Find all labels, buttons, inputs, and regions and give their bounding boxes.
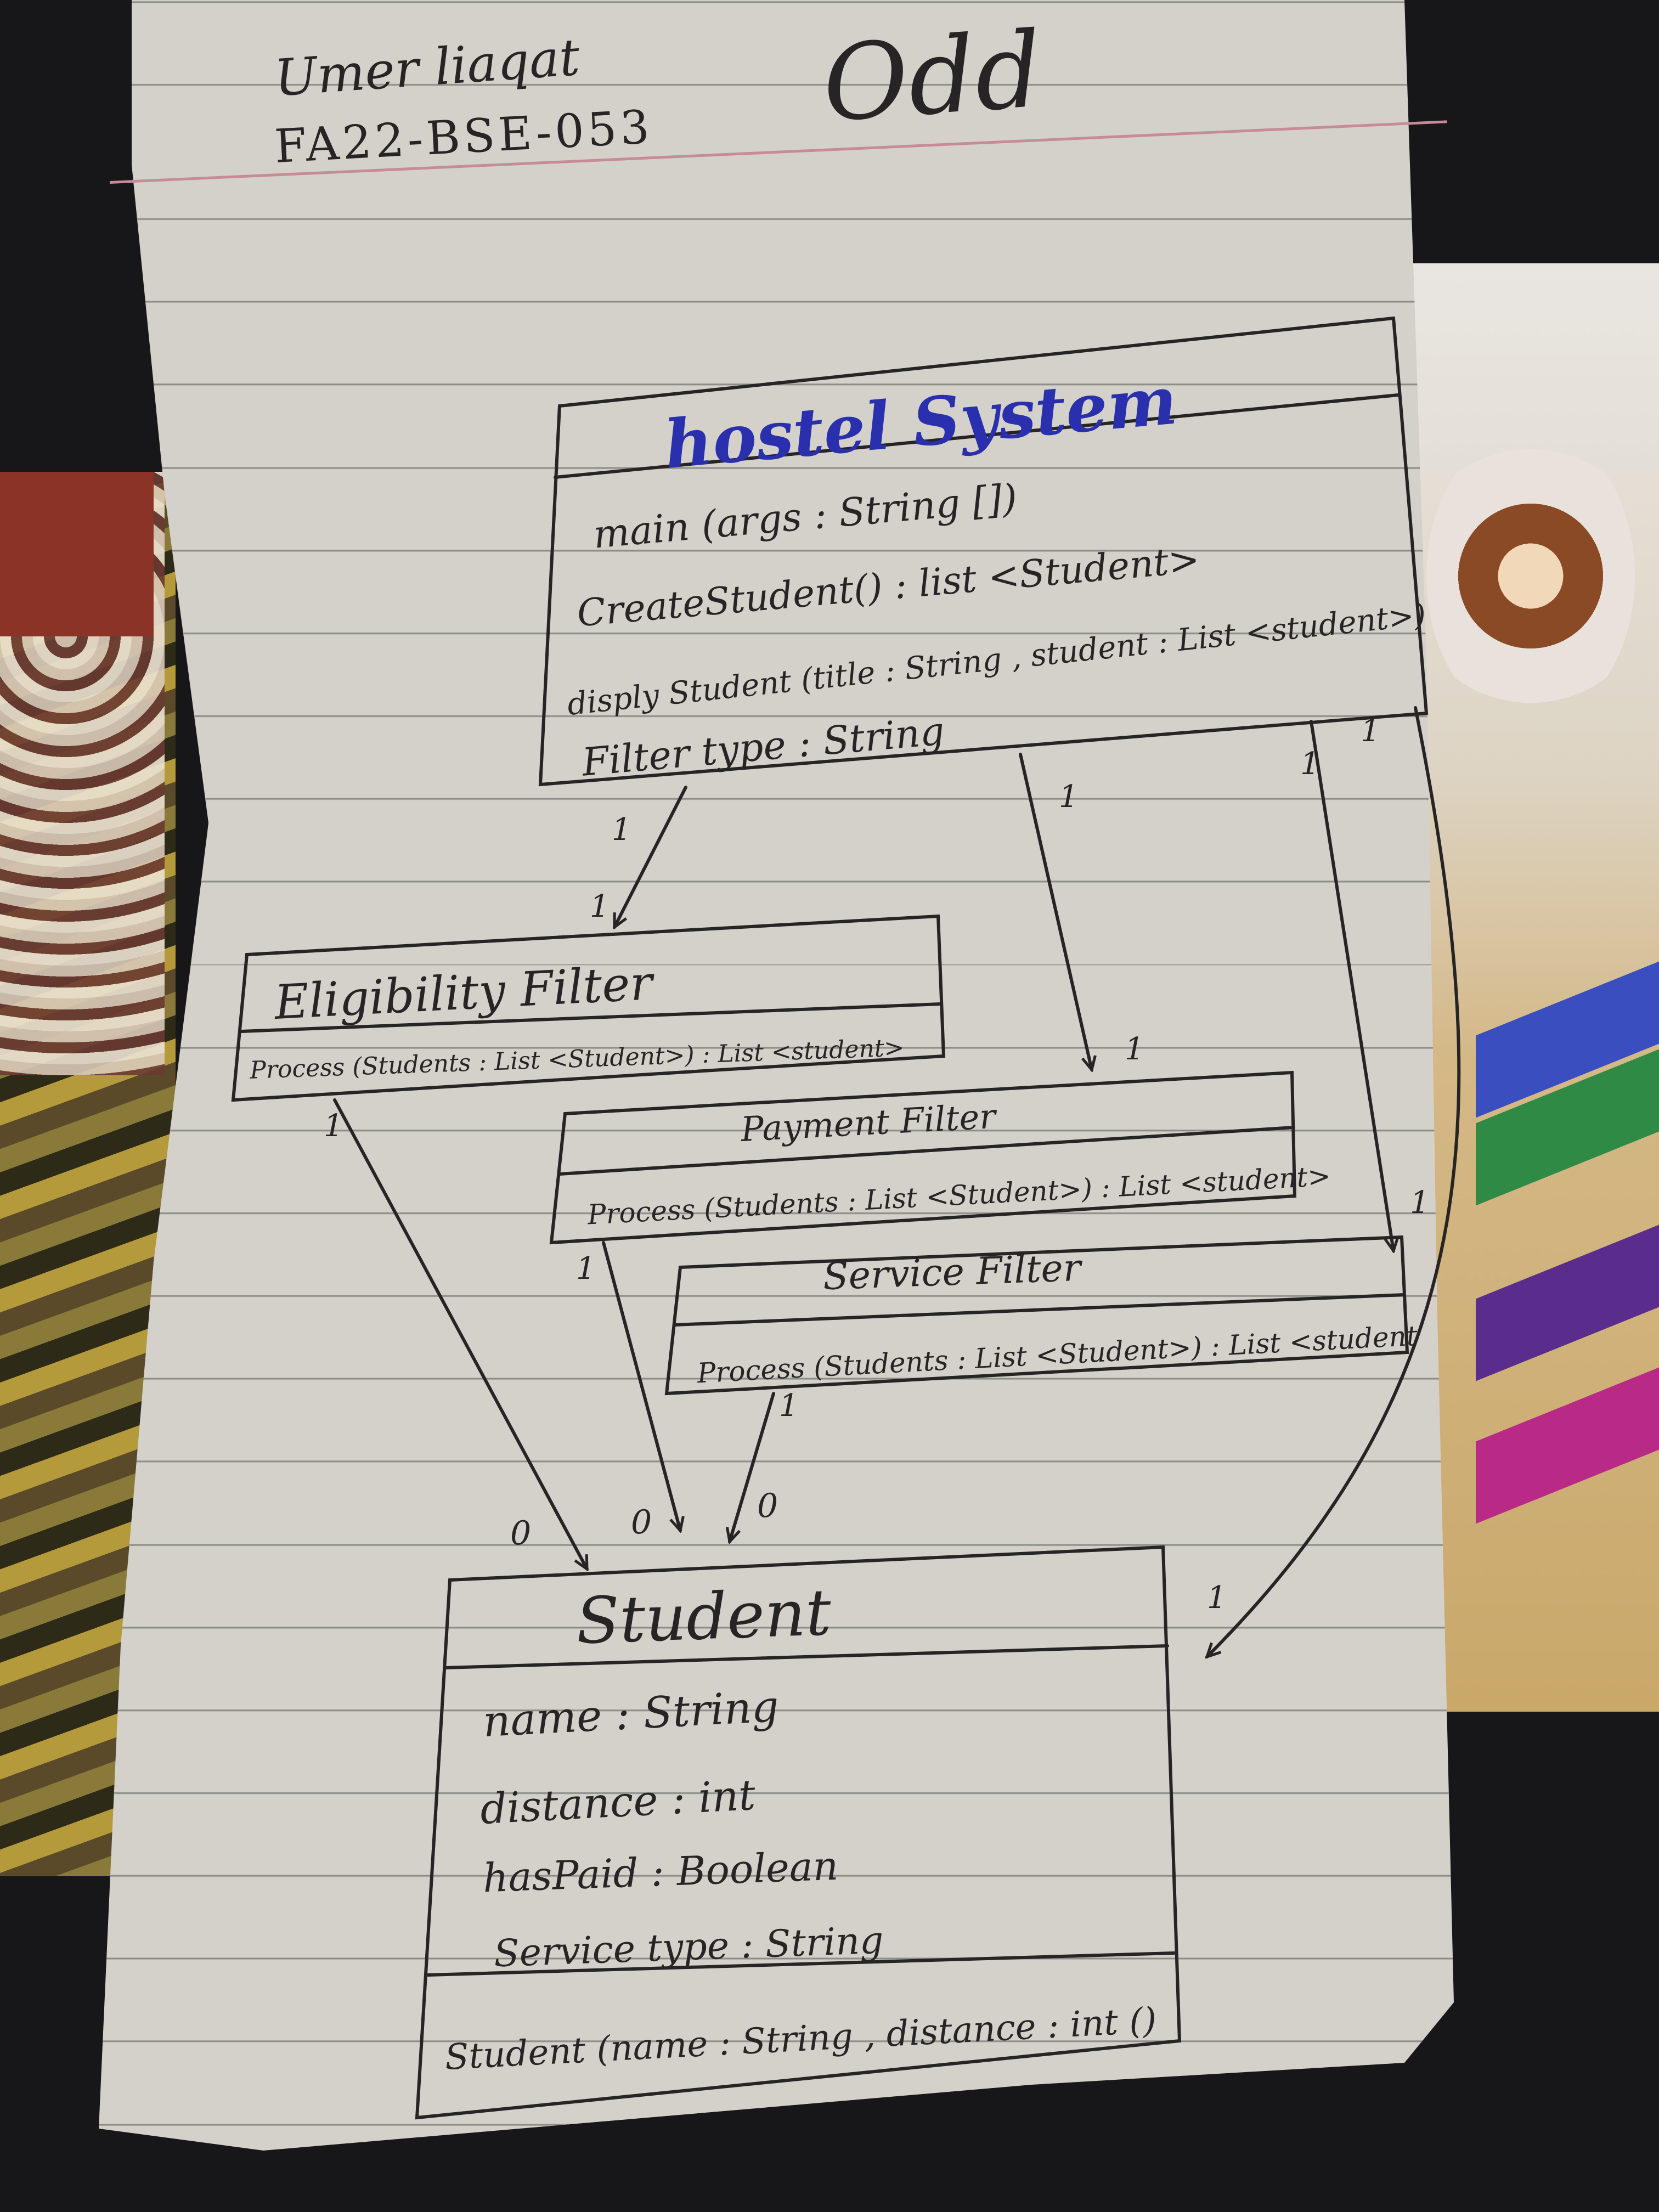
multiplicity-label: 1 <box>1300 746 1320 782</box>
multiplicity-label: 0 <box>757 1487 778 1525</box>
student-name-divider <box>443 1644 1169 1669</box>
multiplicity-label: 1 <box>324 1108 343 1144</box>
edge-eligibility-to-student <box>333 1098 589 1569</box>
student-title: Student <box>574 1575 833 1659</box>
payment-filter-box <box>549 1070 1297 1245</box>
multiplicity-label: 1 <box>590 889 610 924</box>
multiplicity-label: 1 <box>576 1251 596 1286</box>
multiplicity-label: 1 <box>1059 779 1079 815</box>
edge-payment-to-student <box>602 1241 680 1531</box>
multiplicity-label: 1 <box>779 1388 799 1424</box>
service-filter-box <box>664 1235 1409 1396</box>
background-flower-ornament <box>1426 428 1635 724</box>
edge-service-to-student <box>730 1392 775 1542</box>
multiplicity-label: 0 <box>631 1503 652 1542</box>
multiplicity-label: 1 <box>1361 713 1380 749</box>
edge-hostel-to-eligibility <box>613 786 687 927</box>
student-box <box>415 1545 1182 2120</box>
multiplicity-label: 1 <box>612 812 631 848</box>
service-filter-title: Service Filter <box>822 1246 1082 1299</box>
hostel-system-divider <box>554 393 1400 479</box>
background-red-corner <box>0 472 154 636</box>
edge-hostel-to-payment <box>1019 753 1092 1070</box>
multiplicity-label: 1 <box>1410 1185 1430 1221</box>
service-filter-divider <box>673 1293 1406 1327</box>
payment-filter-divider <box>558 1126 1295 1176</box>
multiplicity-label: 1 <box>1207 1580 1227 1616</box>
edge-hostel-to-service <box>1310 720 1393 1251</box>
hostel-system-box <box>538 316 1429 787</box>
student-attr-divider <box>426 1951 1176 1977</box>
multiplicity-label: 0 <box>510 1514 532 1553</box>
eligibility-filter-box <box>231 914 946 1102</box>
eligibility-filter-divider <box>240 1002 943 1033</box>
multiplicity-label: 1 <box>1125 1031 1144 1067</box>
edge-hostel-to-student <box>1207 706 1461 1657</box>
